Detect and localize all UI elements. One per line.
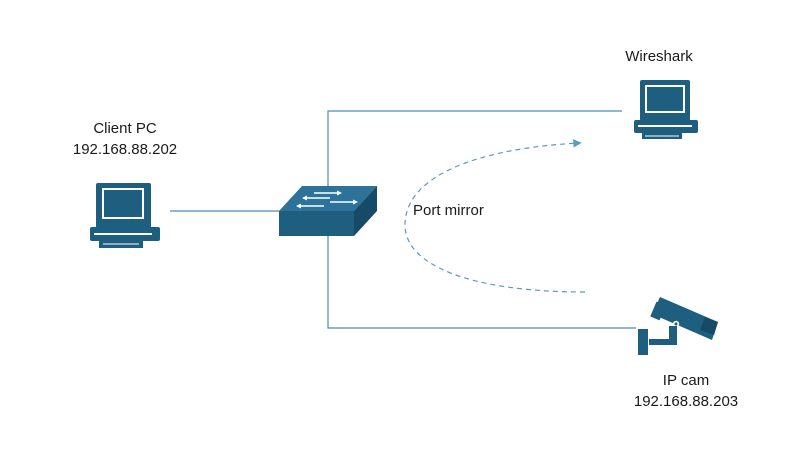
ip-cam-label: IP cam 192.168.88.203 xyxy=(616,370,756,412)
ip-cam-icon xyxy=(638,297,718,355)
wireshark-pc-icon xyxy=(634,80,698,139)
wireshark-label: Wireshark xyxy=(614,46,704,67)
link-switch-to-wireshark xyxy=(327,110,622,186)
wireshark-name: Wireshark xyxy=(625,48,693,65)
port-mirror-label: Port mirror xyxy=(413,200,484,221)
client-pc-label: Client PC 192.168.88.202 xyxy=(62,118,188,160)
ip-cam-ip: 192.168.88.203 xyxy=(633,393,739,410)
client-pc-name: Client PC xyxy=(93,120,157,137)
client-pc-ip: 192.168.88.202 xyxy=(72,141,178,158)
link-switch-to-ipcam xyxy=(327,236,636,329)
client-pc-icon xyxy=(90,183,160,248)
port-mirror-arrow xyxy=(404,139,586,293)
network-switch-icon xyxy=(279,186,377,236)
ip-cam-name: IP cam xyxy=(662,372,710,389)
port-mirror-text: Port mirror xyxy=(413,202,484,219)
connection-lines xyxy=(170,110,636,329)
